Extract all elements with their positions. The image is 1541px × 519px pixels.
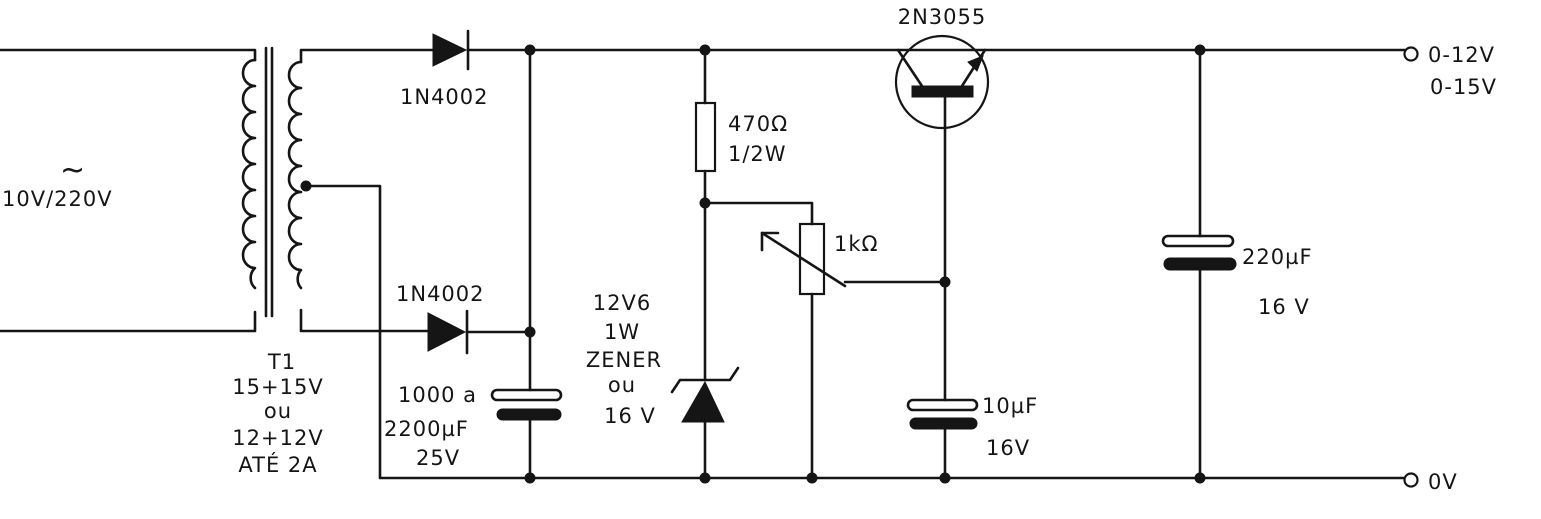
ground-terminal	[1403, 472, 1419, 488]
secondary-coil	[287, 60, 303, 290]
output-cap-value-label: 220µF	[1242, 245, 1313, 269]
output-voltage-label-1: 0-12V	[1428, 43, 1495, 67]
pot-value-label: 1kΩ	[834, 232, 879, 256]
base-capacitor	[906, 398, 979, 484]
transformer-spec-label-1: 15+15V	[232, 375, 323, 399]
resistor-power-label: 1/2W	[728, 142, 787, 166]
ground-label: 0V	[1428, 470, 1458, 494]
zener-label-5: 16 V	[604, 404, 656, 428]
potentiometer-1k	[703, 201, 947, 484]
main-cap-label-1: 1000 a	[398, 383, 477, 407]
zener-label-2: 1W	[604, 320, 640, 344]
diode-bottom	[427, 309, 532, 355]
zener-label-1: 12V6	[593, 291, 651, 315]
zener-label-3: ZENER	[586, 348, 662, 372]
zener-diode	[670, 366, 740, 484]
transformer-spec-label-2: ou	[264, 399, 292, 423]
transistor-label: 2N3055	[898, 5, 987, 29]
base-cap-voltage-label: 16V	[986, 436, 1030, 460]
main-cap-label-2: 2200µF	[384, 417, 469, 441]
transformer-spec-label-4: ATÉ 2A	[238, 452, 317, 477]
output-terminal	[1403, 46, 1419, 62]
primary-coil	[241, 58, 257, 290]
main-cap-label-3: 25V	[416, 446, 460, 470]
diode-top	[432, 29, 1407, 71]
zener-label-4: ou	[608, 373, 636, 397]
transformer-name-label: T1	[267, 350, 296, 374]
source-voltage-label: 10V/220V	[2, 187, 113, 211]
source-symbol: ~	[60, 153, 86, 188]
output-voltage-label-2: 0-15V	[1430, 75, 1497, 99]
base-cap-value-label: 10µF	[982, 394, 1038, 418]
diode-top-label: 1N4002	[400, 85, 489, 109]
output-capacitor	[1161, 44, 1237, 484]
resistor-value-label: 470Ω	[728, 112, 788, 136]
transistor-2n3055	[894, 34, 990, 402]
resistor-470	[694, 44, 717, 382]
transformer-spec-label-3: 12+12V	[232, 426, 323, 450]
main-filter-capacitor	[490, 44, 563, 484]
diode-bottom-label: 1N4002	[396, 282, 485, 306]
primary-wires	[0, 48, 257, 333]
output-cap-voltage-label: 16 V	[1258, 295, 1310, 319]
center-tap-wire	[304, 184, 1407, 480]
transformer-t1	[241, 46, 1407, 480]
